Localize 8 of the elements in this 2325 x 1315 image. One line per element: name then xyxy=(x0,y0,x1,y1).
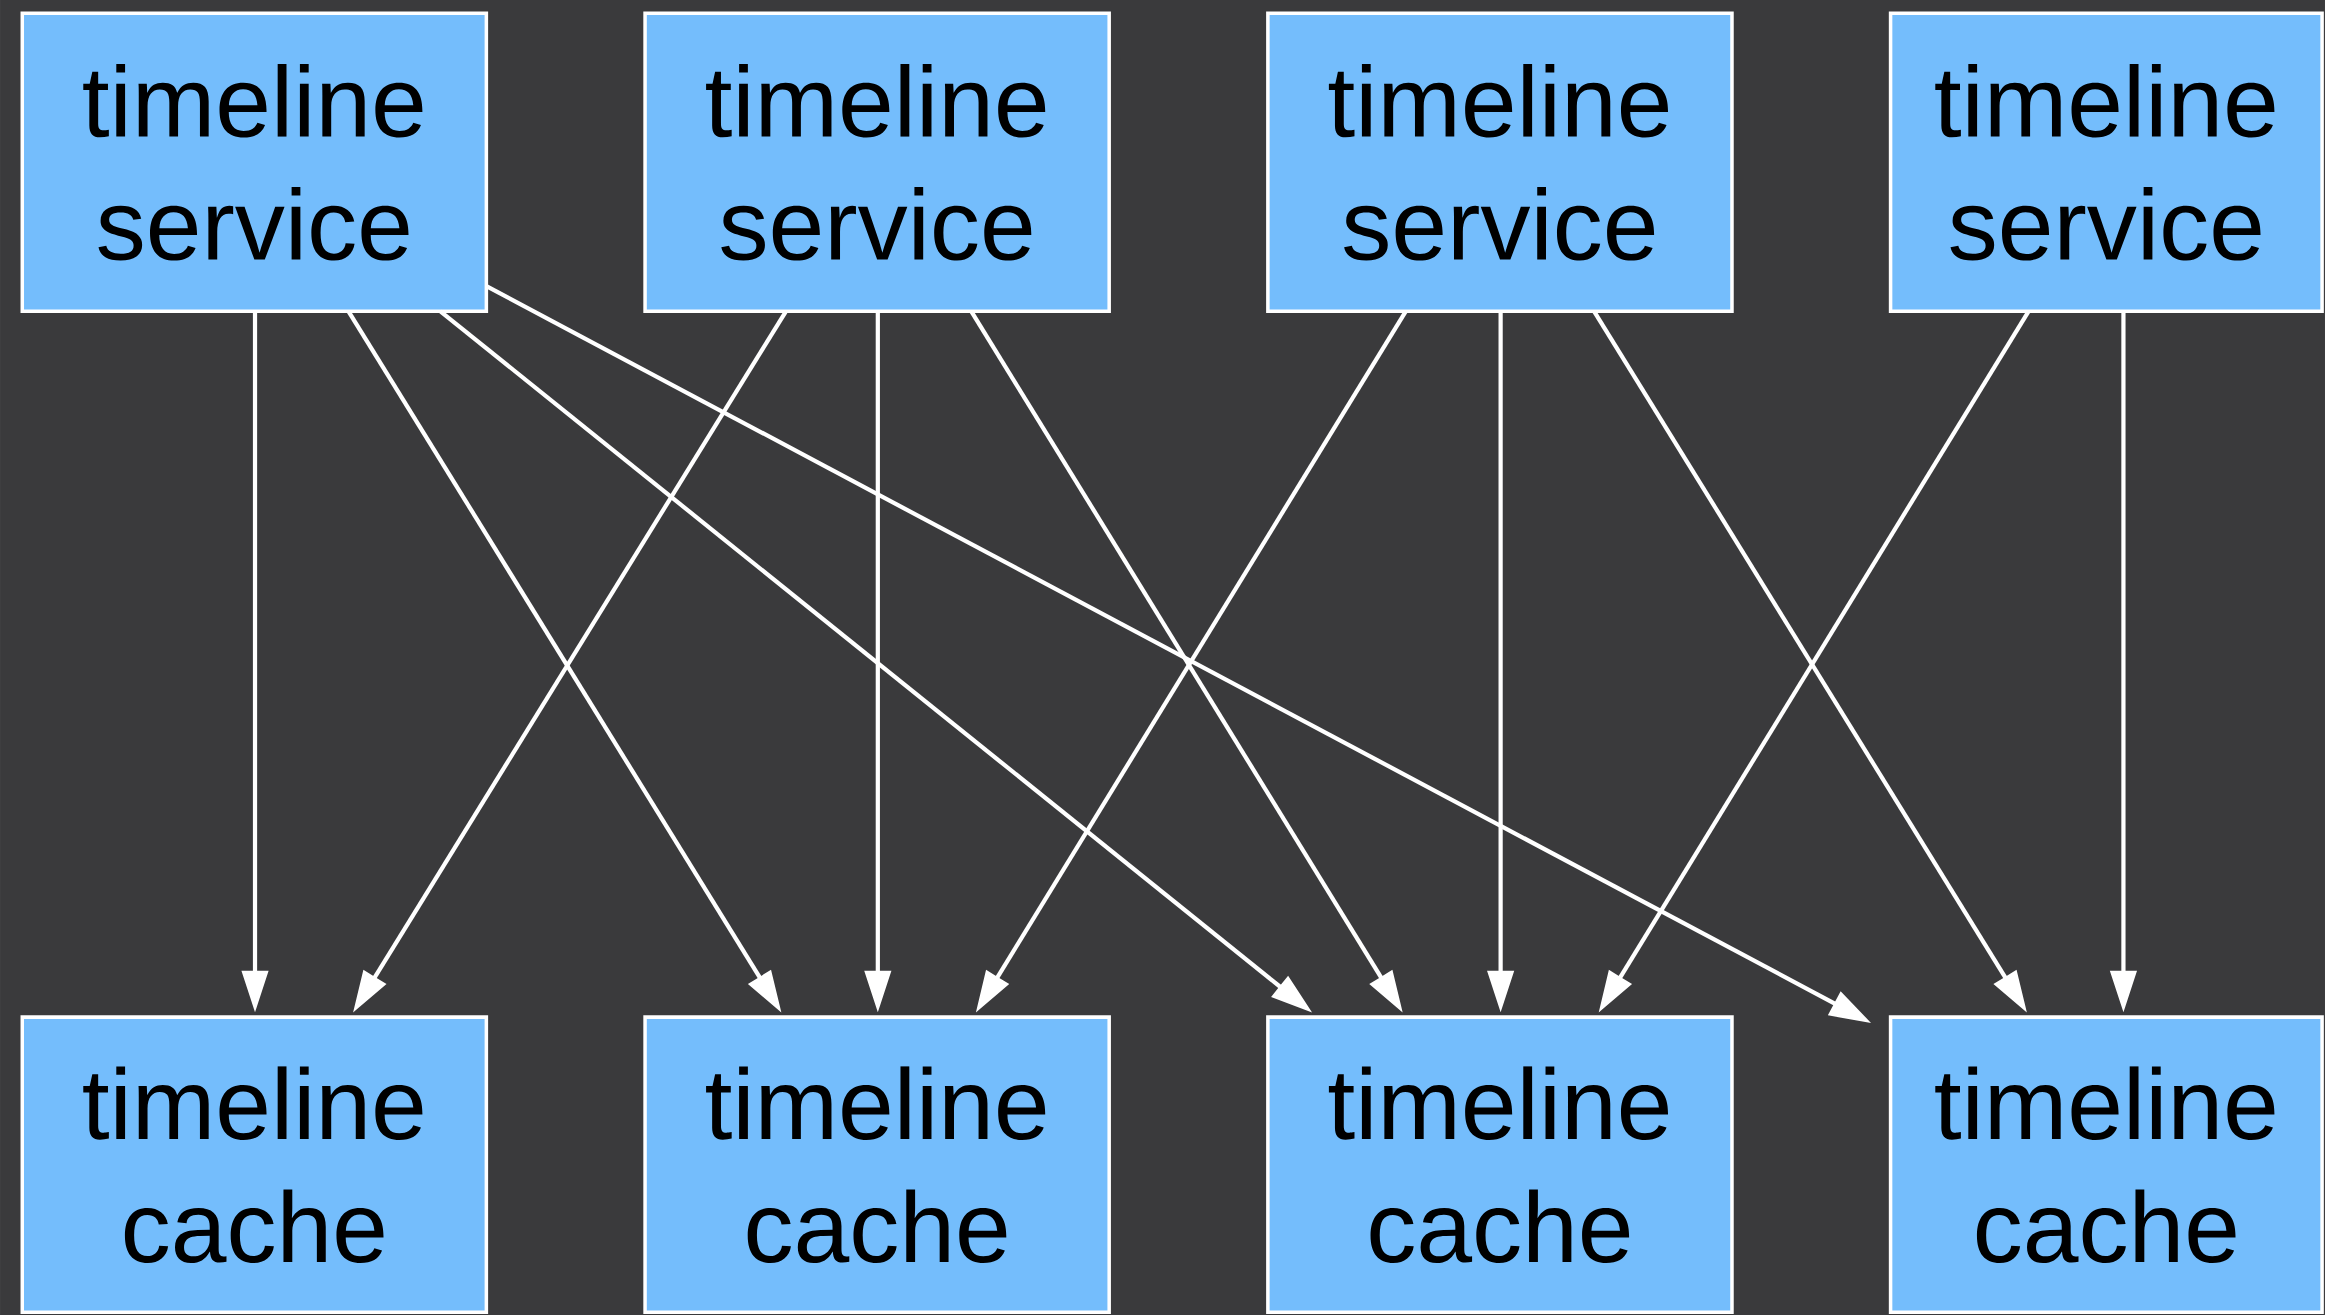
service-box: timeline service xyxy=(20,11,489,313)
service-box: timeline service xyxy=(1888,11,2324,313)
cache-box: timeline cache xyxy=(20,1015,489,1314)
cache-box: timeline cache xyxy=(643,1015,1111,1314)
service-box: timeline service xyxy=(1266,11,1734,313)
service-box: timeline service xyxy=(643,11,1111,313)
cache-box: timeline cache xyxy=(1266,1015,1734,1314)
cache-box: timeline cache xyxy=(1888,1015,2324,1314)
